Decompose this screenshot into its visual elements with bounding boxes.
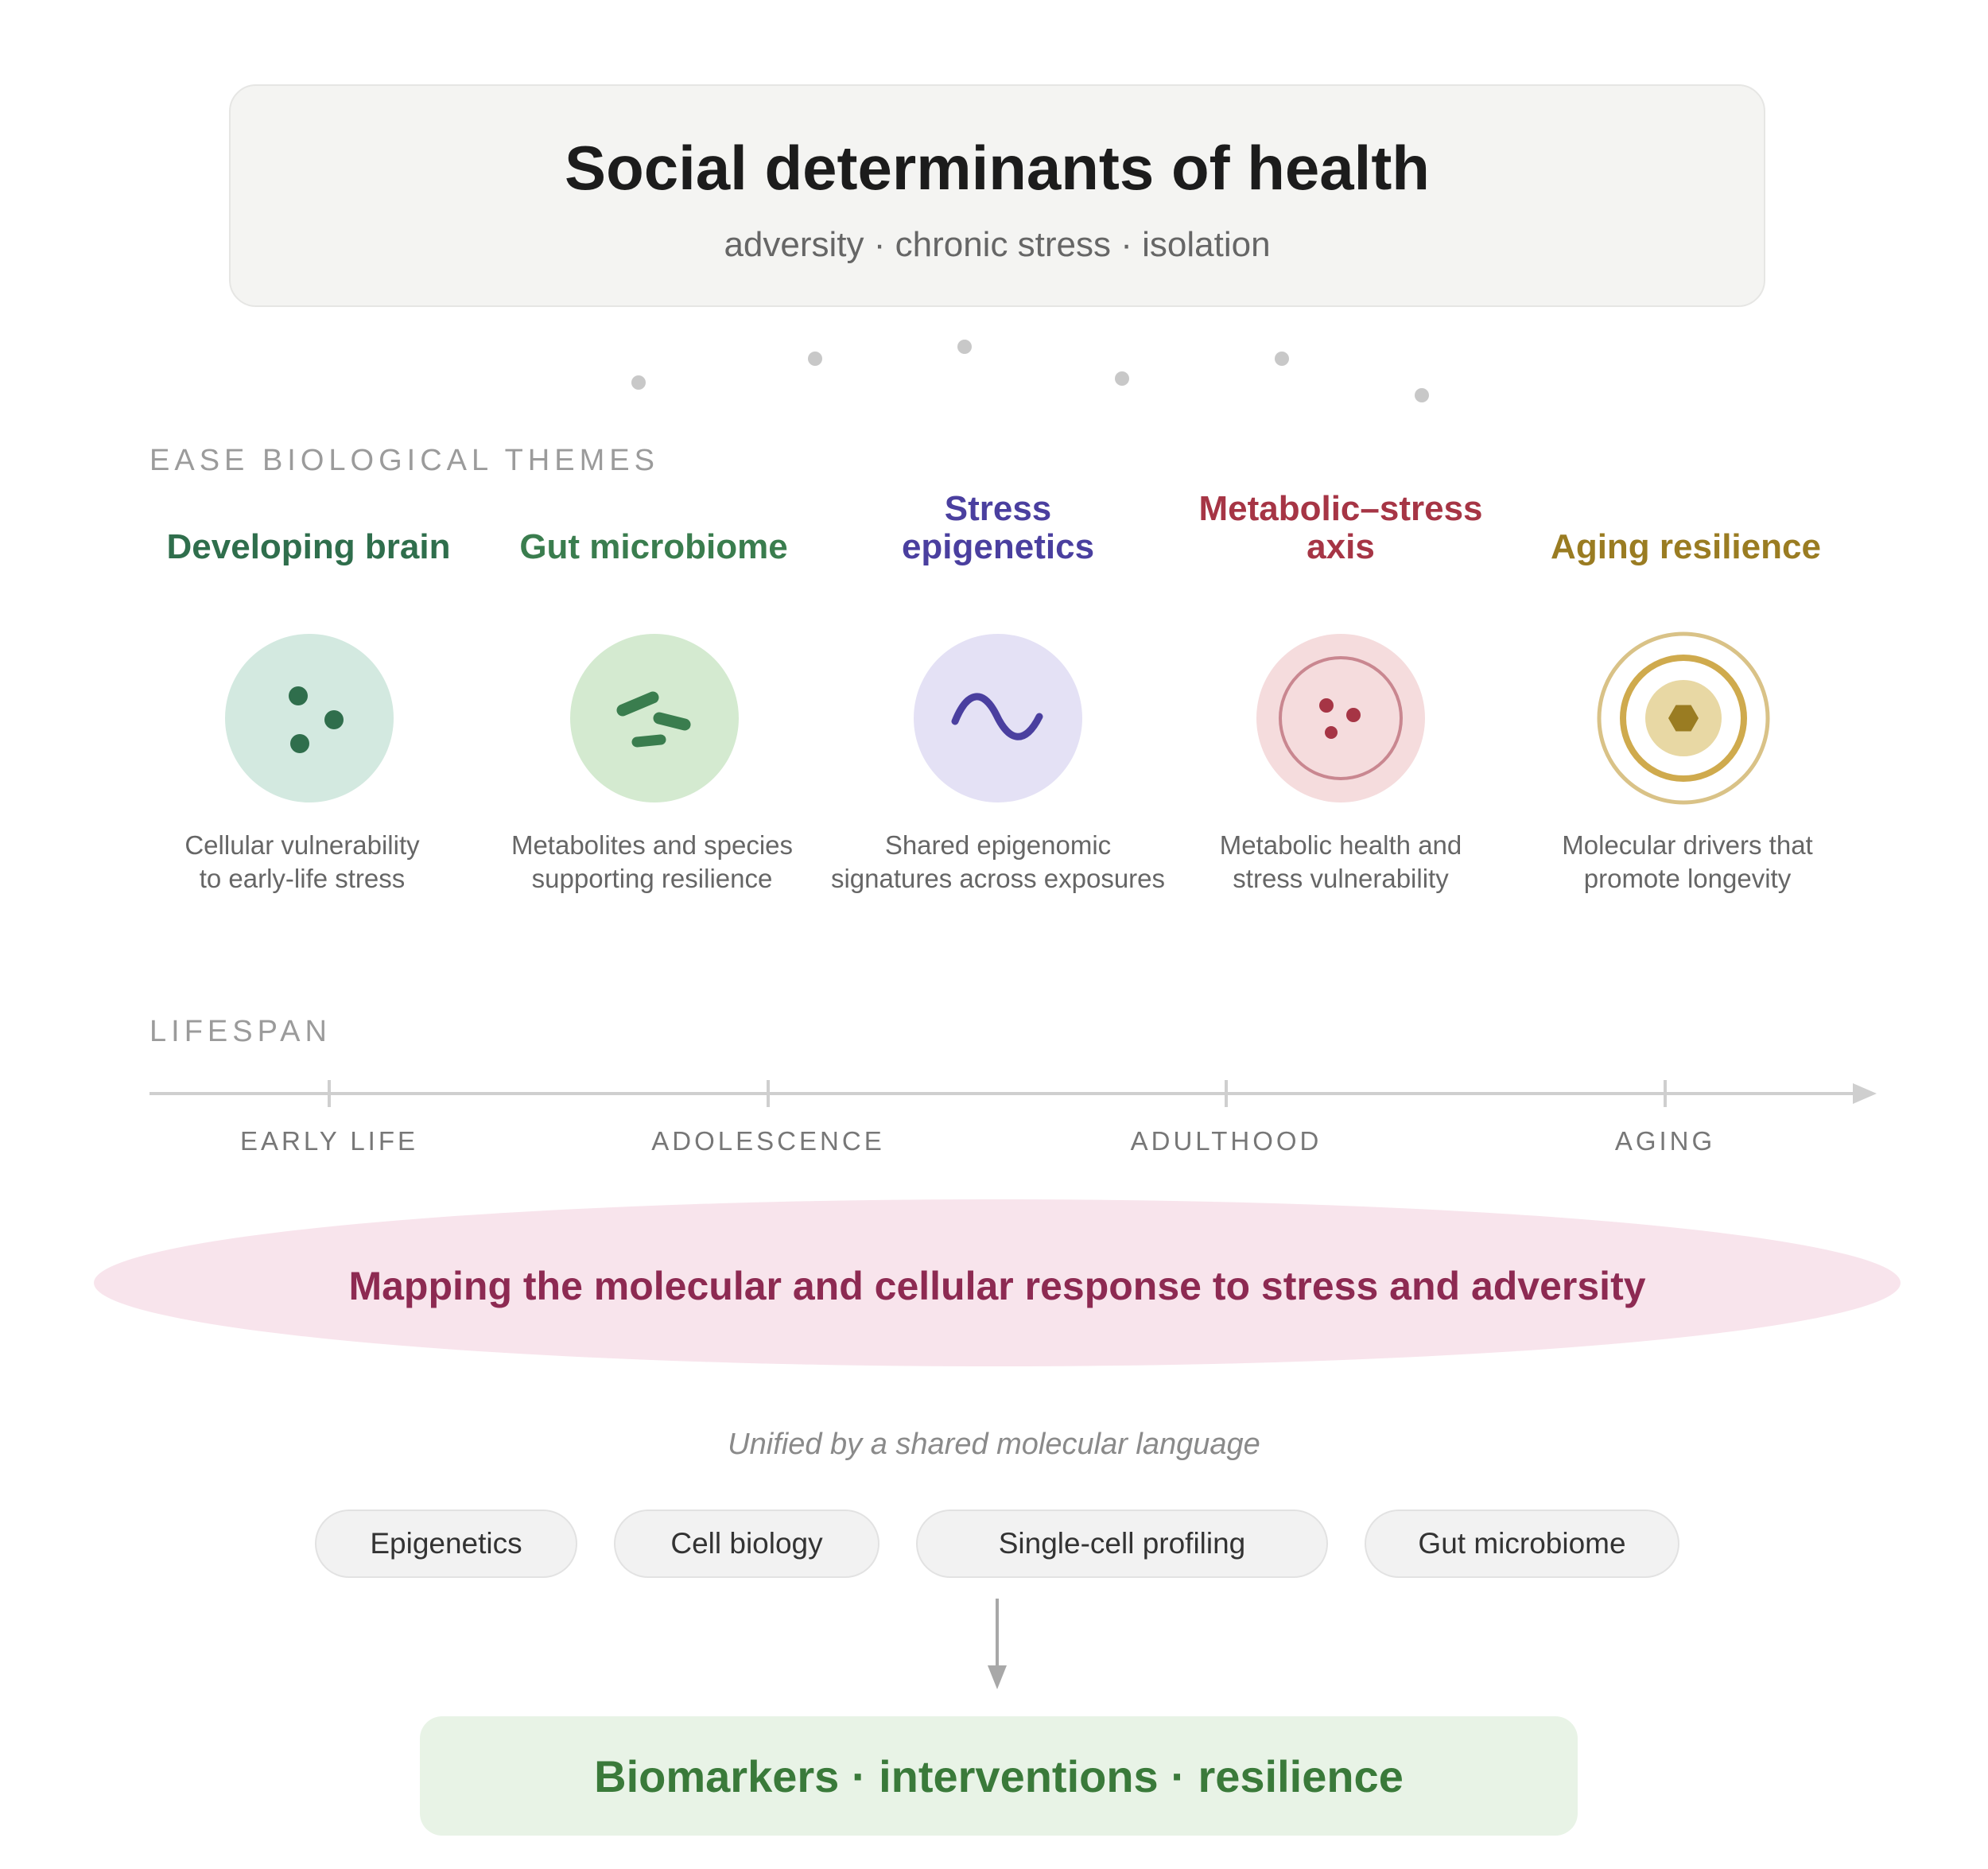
theme-desc-aging-resilience: Molecular drivers that promote longevity	[1562, 830, 1813, 893]
mapping-ellipse	[94, 1199, 1901, 1366]
header-card: Social determinants of health adversity …	[229, 84, 1765, 307]
lifespan-stage-adolescence: ADOLESCENCE	[651, 1126, 885, 1156]
pill-single-cell-profiling: Single-cell profiling	[916, 1510, 1328, 1578]
theme-title-stress-epigenetics: Stress epigenetics	[901, 489, 1095, 566]
themes-section-label: EASE BIOLOGICAL THEMES	[149, 444, 659, 477]
mapping-text: Mapping the molecular and cellular respo…	[348, 1264, 1646, 1308]
page-title: Social determinants of health	[565, 133, 1430, 203]
theme-title-developing-brain: Developing brain	[166, 527, 451, 566]
lifespan-axis	[149, 1080, 1877, 1107]
decorative-dot	[808, 352, 822, 366]
theme-desc-developing-brain: Cellular vulnerability to early-life str…	[184, 830, 420, 893]
theme-desc-stress-epigenetics: Shared epigenomic signatures across expo…	[830, 830, 1166, 893]
theme-title-metabolic-stress-axis: Metabolic–stress axis	[1198, 489, 1483, 566]
decorative-dot	[631, 375, 646, 390]
decorative-dot	[957, 340, 972, 354]
decorative-dot	[1415, 388, 1429, 402]
down-arrow-icon	[988, 1599, 1007, 1689]
lifespan-stage-adulthood: ADULTHOOD	[1130, 1126, 1322, 1156]
lifespan-label: LIFESPAN	[149, 1015, 332, 1048]
cells-icon	[225, 634, 394, 802]
decorative-dot	[1275, 352, 1289, 366]
lifespan-stage-aging: AGING	[1614, 1126, 1716, 1156]
page-subtitle: adversity · chronic stress · isolation	[724, 225, 1271, 264]
theme-desc-metabolic-stress-axis: Metabolic health and stress vulnerabilit…	[1219, 830, 1462, 893]
cell-icon	[1256, 634, 1425, 802]
pill-gut-microbiome: Gut microbiome	[1365, 1510, 1679, 1578]
theme-title-aging-resilience: Aging resilience	[1551, 527, 1821, 566]
decorative-dot	[1115, 371, 1129, 386]
outcome-text: Biomarkers · interventions · resilience	[594, 1750, 1404, 1801]
pill-cell-biology: Cell biology	[614, 1510, 879, 1578]
pill-epigenetics: Epigenetics	[315, 1510, 577, 1578]
outcome-box: Biomarkers · interventions · resilience	[420, 1716, 1578, 1836]
lifespan-stage-early-life: EARLY LIFE	[239, 1126, 419, 1156]
unified-caption: Unified by a shared molecular language	[728, 1428, 1260, 1461]
wave-icon	[914, 634, 1082, 802]
theme-title-gut-microbiome: Gut microbiome	[519, 527, 788, 566]
theme-desc-gut-microbiome: Metabolites and species supporting resil…	[511, 830, 794, 893]
bacteria-icon	[570, 634, 739, 802]
hexagon-target-icon	[1597, 631, 1770, 805]
